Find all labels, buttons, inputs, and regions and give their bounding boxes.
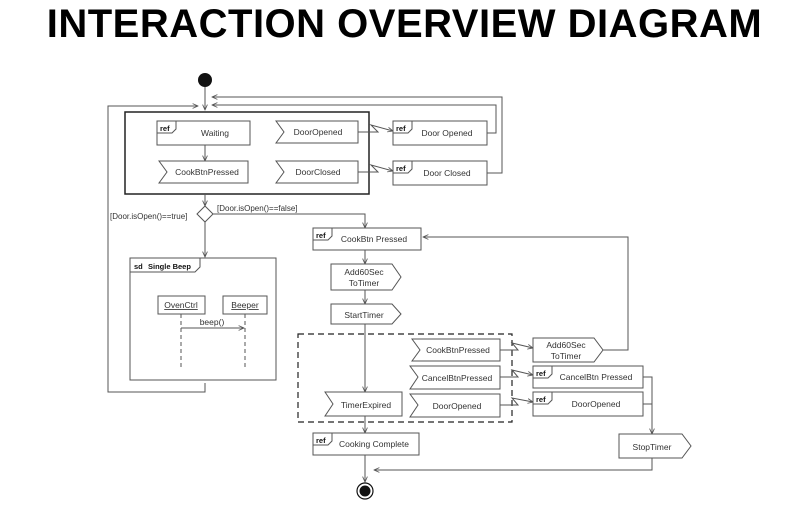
- svg-text:ToTimer: ToTimer: [551, 351, 582, 361]
- svg-text:Add60Sec: Add60Sec: [546, 340, 586, 350]
- guard-door-open-true: [Door.isOpen()==true]: [110, 212, 187, 221]
- event-cookbtn-pressed-region: CookBtnPressed: [411, 338, 501, 362]
- initial-node: [198, 73, 212, 87]
- svg-text:ref: ref: [396, 164, 406, 173]
- svg-text:CookBtnPressed: CookBtnPressed: [175, 167, 239, 177]
- edge-door-closed-loop: [212, 97, 503, 174]
- edge-stop-final: [374, 458, 653, 470]
- cooking-region-frame: [297, 333, 513, 423]
- interrupt-cancelbtn: [500, 369, 533, 378]
- ref-cookbtn-pressed: ref CookBtn Pressed: [312, 227, 422, 251]
- action-start-timer: StartTimer: [330, 303, 402, 325]
- ref-cooking-complete: ref Cooking Complete: [312, 432, 420, 456]
- event-door-opened-top: DoorOpened: [275, 120, 359, 144]
- svg-text:Single Beep: Single Beep: [148, 262, 191, 271]
- svg-text:StartTimer: StartTimer: [344, 310, 384, 320]
- svg-text:DoorOpened: DoorOpened: [294, 127, 343, 137]
- svg-text:StopTimer: StopTimer: [633, 442, 672, 452]
- final-node: [356, 482, 374, 500]
- svg-text:Beeper: Beeper: [231, 300, 259, 310]
- sd-single-beep: sd Single Beep OvenCtrl Beeper beep(): [129, 257, 277, 381]
- interrupt-door-opened: [358, 124, 393, 133]
- svg-text:CancelBtn Pressed: CancelBtn Pressed: [560, 372, 633, 382]
- diagram-title: INTERACTION OVERVIEW DIAGRAM: [46, 2, 763, 46]
- svg-text:OvenCtrl: OvenCtrl: [164, 300, 198, 310]
- svg-text:DoorOpened: DoorOpened: [433, 401, 482, 411]
- svg-text:CookBtnPressed: CookBtnPressed: [426, 345, 490, 355]
- interrupt-door-closed: [358, 164, 393, 173]
- svg-text:ref: ref: [536, 395, 546, 404]
- interrupt-door-opened: [500, 397, 533, 406]
- svg-text:ref: ref: [316, 231, 326, 240]
- svg-text:Add60Sec: Add60Sec: [344, 267, 384, 277]
- interrupt-cookbtn: [500, 342, 533, 351]
- svg-text:Cooking Complete: Cooking Complete: [339, 439, 409, 449]
- svg-text:beep(): beep(): [200, 317, 225, 327]
- event-door-closed: DoorClosed: [275, 160, 359, 184]
- ref-waiting: ref Waiting: [156, 120, 251, 146]
- svg-text:ToTimer: ToTimer: [349, 278, 380, 288]
- edge-add60-loop: [423, 237, 629, 351]
- top-region-frame: [124, 111, 370, 195]
- svg-text:CookBtn Pressed: CookBtn Pressed: [341, 234, 407, 244]
- event-timer-expired: TimerExpired: [324, 391, 403, 417]
- svg-text:ref: ref: [316, 436, 326, 445]
- ref-door-opened-bottom: ref DoorOpened: [532, 391, 644, 417]
- event-cookbtn-pressed: CookBtnPressed: [158, 160, 249, 184]
- action-add60-to-timer-side: Add60Sec ToTimer: [532, 337, 604, 363]
- guard-door-open-false: [Door.isOpen()==false]: [217, 204, 297, 213]
- ref-cancelbtn-pressed: ref CancelBtn Pressed: [532, 365, 644, 389]
- svg-text:ref: ref: [396, 124, 406, 133]
- svg-text:DoorOpened: DoorOpened: [572, 399, 621, 409]
- svg-text:Door Opened: Door Opened: [421, 128, 472, 138]
- svg-text:DoorClosed: DoorClosed: [296, 167, 341, 177]
- svg-text:ref: ref: [536, 369, 546, 378]
- edge-cancel-stop: [643, 376, 652, 434]
- action-stop-timer: StopTimer: [618, 433, 692, 459]
- event-cancelbtn-pressed: CancelBtnPressed: [409, 365, 501, 390]
- svg-text:Waiting: Waiting: [201, 128, 229, 138]
- ref-door-opened-top: ref Door Opened: [392, 120, 488, 146]
- svg-text:Door Closed: Door Closed: [423, 168, 471, 178]
- decision-node: [196, 205, 214, 223]
- edge-beep-loop: [107, 106, 206, 393]
- action-add60-to-timer: Add60Sec ToTimer: [330, 263, 402, 291]
- ref-door-closed: ref Door Closed: [392, 160, 488, 186]
- svg-text:sd: sd: [134, 262, 143, 271]
- svg-text:TimerExpired: TimerExpired: [341, 400, 391, 410]
- event-door-opened-region: DoorOpened: [409, 393, 501, 418]
- edge-door-opened-loop: [212, 105, 497, 134]
- svg-text:ref: ref: [160, 124, 170, 133]
- svg-text:CancelBtnPressed: CancelBtnPressed: [422, 373, 493, 383]
- edge-to-cookbtn: [213, 213, 365, 228]
